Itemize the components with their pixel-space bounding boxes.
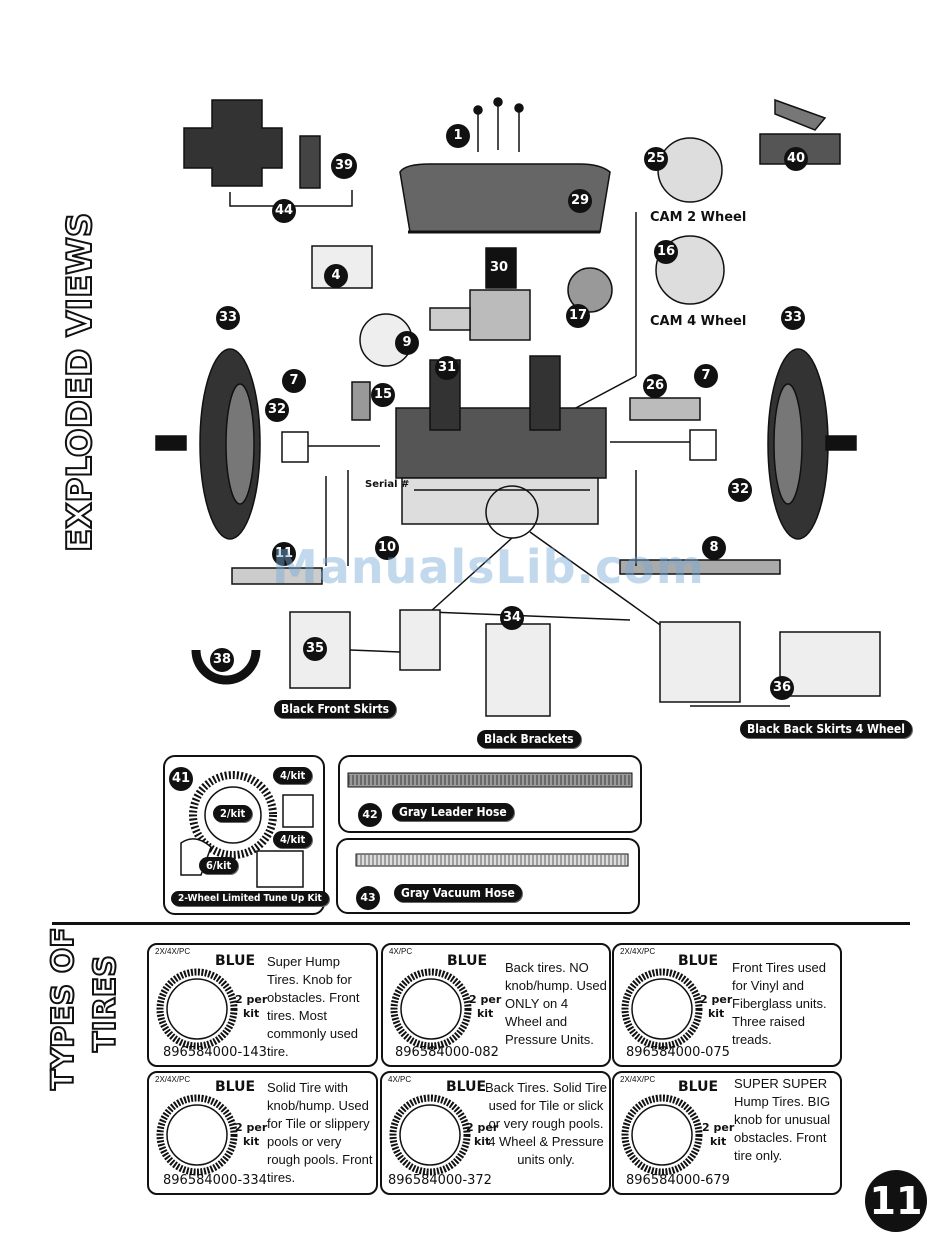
watermark: ManualsLib.com — [272, 540, 705, 594]
part-number: 4 — [324, 264, 348, 288]
tire-color: BLUE — [678, 1079, 719, 1095]
part-number: 15 — [371, 383, 395, 407]
tire-card: 2X/4X/PC BLUE 2 per kit 896584000-334 So… — [147, 1071, 378, 1195]
kit-qty: 4/kit — [273, 767, 313, 784]
tire-color: BLUE — [215, 1079, 256, 1095]
part-number: 33 — [781, 306, 805, 330]
part-number: 10 — [375, 536, 399, 560]
part-number: 36 — [770, 676, 794, 700]
kit-qty: 6/kit — [199, 857, 239, 874]
part-number: 32 — [265, 398, 289, 422]
tire-compat: 2X/4X/PC — [620, 1075, 656, 1084]
tire-kit-qty: 2 per kit — [700, 993, 733, 1020]
tire-card: 2X/4X/PC BLUE 2 per kit 896584000-679 SU… — [612, 1071, 842, 1195]
part-number: 42 — [358, 803, 382, 827]
part-number: 11 — [272, 542, 296, 566]
part-number: 7 — [282, 369, 306, 393]
vacuum-hose-illustration — [355, 853, 629, 867]
tire-icon — [156, 968, 238, 1050]
serial-label: Serial # — [365, 479, 410, 490]
tires-title-line2: TIRES — [87, 954, 124, 1053]
part-number: 44 — [272, 199, 296, 223]
page-number: 11 — [865, 1170, 927, 1232]
tire-part-number: 896584000-075 — [626, 1045, 730, 1060]
kit-parts-illustration — [180, 771, 314, 888]
back-skirts-label: Black Back Skirts 4 Wheel — [740, 720, 912, 738]
tire-color: BLUE — [447, 953, 488, 969]
part-number: 40 — [784, 147, 808, 171]
tire-card: 4X/PC BLUE 2 per kit 896584000-082 Back … — [381, 943, 611, 1067]
exploded-view-diagram — [155, 97, 881, 717]
part-number: 30 — [487, 256, 511, 280]
vacuum-hose-box: 43 Gray Vacuum Hose — [336, 838, 640, 914]
tire-card: 4X/PC BLUE 2 per kit 896584000-372 Back … — [380, 1071, 611, 1195]
part-number: 26 — [643, 374, 667, 398]
part-number: 17 — [566, 304, 590, 328]
tire-icon — [389, 1094, 471, 1176]
tire-color: BLUE — [678, 953, 719, 969]
tire-card: 2X/4X/PC BLUE 2 per kit 896584000-075 Fr… — [612, 943, 842, 1067]
tire-part-number: 896584000-372 — [388, 1173, 492, 1188]
part-number: 8 — [702, 536, 726, 560]
kit-qty: 4/kit — [273, 831, 313, 848]
kit-label: 2-Wheel Limited Tune Up Kit — [171, 891, 329, 906]
tire-description: Back tires. NO knob/hump. Used ONLY on 4… — [505, 960, 607, 1047]
hose-label: Gray Leader Hose — [392, 803, 514, 821]
tire-kit-qty: 2 per kit — [466, 1121, 499, 1148]
part-number: 7 — [694, 364, 718, 388]
tire-kit-qty: 2 per kit — [235, 993, 268, 1020]
tire-icon — [621, 1094, 703, 1176]
leader-hose-box: 42 Gray Leader Hose — [338, 755, 642, 833]
part-number: 1 — [446, 124, 470, 148]
tire-compat: 4X/PC — [389, 947, 413, 956]
tires-title-line1: TYPES OF — [45, 926, 82, 1091]
tire-description: Super Hump Tires. Knob for obstacles. Fr… — [267, 954, 360, 1059]
part-number: 31 — [435, 356, 459, 380]
tire-part-number: 896584000-143 — [163, 1045, 267, 1060]
tire-description: Back Tires. Solid Tire used for Tile or … — [484, 1080, 608, 1167]
tune-up-kit-box: 41 4/kit 2/kit 4/kit 6/kit 2-Wheel Limit… — [163, 755, 329, 915]
tire-kit-qty: 2 per kit — [469, 993, 502, 1020]
part-number: 39 — [331, 153, 357, 179]
part-number: 16 — [654, 240, 678, 264]
tire-part-number: 896584000-082 — [395, 1045, 499, 1060]
kit-qty: 2/kit — [213, 805, 253, 822]
tire-icon — [390, 968, 472, 1050]
hose-label: Gray Vacuum Hose — [394, 884, 522, 902]
tire-compat: 4X/PC — [388, 1075, 412, 1084]
part-number: 38 — [210, 648, 234, 672]
tire-card: 2X/4X/PC BLUE 2 per kit 896584000-143 Su… — [147, 943, 378, 1067]
tire-color: BLUE — [215, 953, 256, 969]
tire-kit-qty: 2 per kit — [702, 1121, 735, 1148]
tire-color: BLUE — [446, 1079, 487, 1095]
tire-description: Solid Tire with knob/hump. Used for Tile… — [267, 1080, 373, 1185]
part-number: 29 — [568, 189, 592, 213]
tire-icon — [156, 1094, 238, 1176]
part-number: 34 — [500, 606, 524, 630]
cam-4-wheel-label: CAM 4 Wheel — [650, 314, 747, 329]
tire-compat: 2X/4X/PC — [155, 1075, 191, 1084]
tire-part-number: 896584000-334 — [163, 1173, 267, 1188]
cam-2-wheel-label: CAM 2 Wheel — [650, 210, 747, 225]
tire-kit-qty: 2 per kit — [235, 1121, 268, 1148]
tire-part-number: 896584000-679 — [626, 1173, 730, 1188]
front-skirts-label: Black Front Skirts — [274, 700, 397, 718]
leader-hose-illustration — [347, 772, 633, 788]
part-number: 33 — [216, 306, 240, 330]
part-number: 35 — [303, 637, 327, 661]
part-number: 41 — [169, 767, 193, 791]
tire-description: Front Tires used for Vinyl and Fiberglas… — [732, 960, 827, 1047]
tire-compat: 2X/4X/PC — [620, 947, 656, 956]
part-number: 9 — [395, 331, 419, 355]
part-number: 25 — [644, 147, 668, 171]
part-number: 43 — [356, 886, 380, 910]
part-number: 32 — [728, 478, 752, 502]
tire-icon — [621, 968, 703, 1050]
tire-compat: 2X/4X/PC — [155, 947, 191, 956]
brackets-label: Black Brackets — [477, 730, 581, 748]
section-divider — [52, 922, 910, 925]
tire-description: SUPER SUPER Hump Tires. BIG knob for unu… — [734, 1076, 831, 1163]
